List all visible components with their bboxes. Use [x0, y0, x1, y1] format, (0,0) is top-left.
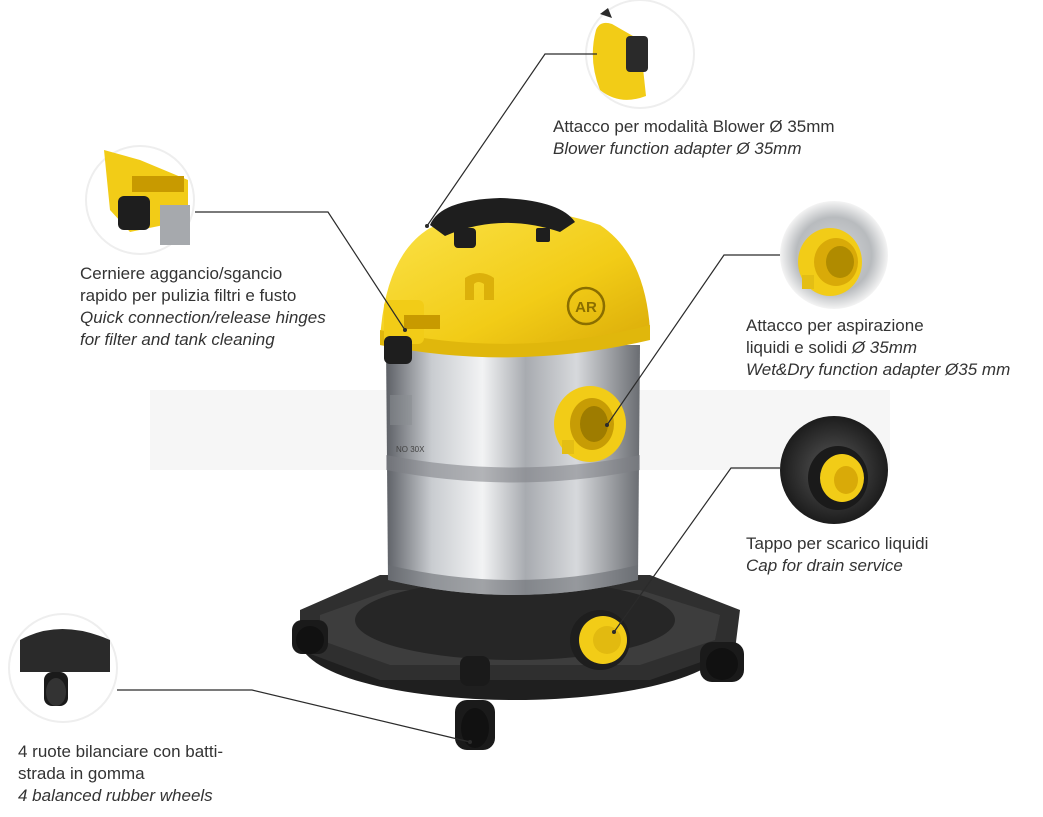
callout-wetdry-it-line2: liquidi e solidi Ø 35mm — [746, 337, 1036, 359]
callout-wetdry-en: Wet&Dry function adapter Ø35 mm — [746, 360, 1011, 379]
motor-head: AR — [380, 198, 650, 364]
callout-hinges-it-line2: rapido per pulizia filtri e fusto — [80, 286, 297, 305]
zoom-hinges — [85, 145, 195, 255]
steel-tank: NO 30X — [386, 345, 640, 595]
wheel-icon — [460, 656, 490, 686]
callout-hinges: Cerniere aggancio/sgancio rapido per pul… — [80, 263, 380, 351]
callout-blower-en: Blower function adapter Ø 35mm — [553, 139, 802, 158]
model-text: NO 30X — [396, 445, 425, 454]
base-dolly — [292, 575, 744, 750]
callout-wetdry-it-line1: Attacco per aspirazione — [746, 316, 924, 335]
wheel-icon — [455, 700, 495, 750]
callout-blower-it: Attacco per modalità Blower Ø 35mm — [553, 117, 835, 136]
wheel-icon — [292, 620, 328, 654]
brand-logo-icon — [566, 286, 606, 326]
zoom-wetdry — [780, 201, 888, 309]
wheel-icon — [700, 642, 744, 682]
callout-blower: Attacco per modalità Blower Ø 35mm Blowe… — [553, 116, 913, 160]
hinge-clip-icon — [384, 300, 440, 364]
callout-wheels-en: 4 balanced rubber wheels — [18, 786, 213, 805]
zoom-wheels — [8, 613, 118, 723]
leader-line-blower — [426, 53, 597, 227]
callout-wheels: 4 ruote bilanciare con batti- strada in … — [18, 741, 278, 807]
callout-wetdry-it-line2-plain: liquidi e solidi — [746, 338, 852, 357]
leader-line-hinges — [195, 211, 406, 331]
callout-drain-en: Cap for drain service — [746, 556, 903, 575]
callout-wheels-it-line2: strada in gomma — [18, 764, 145, 783]
callout-hinges-it-line1: Cerniere aggancio/sgancio — [80, 264, 283, 283]
leader-line-wheels — [117, 689, 471, 743]
callout-wheels-it-line1: 4 ruote bilanciare con batti- — [18, 742, 224, 761]
wetdry-port-icon — [554, 386, 626, 462]
callout-drain-it: Tappo per scarico liquidi — [746, 534, 929, 553]
drain-cap-icon — [570, 610, 630, 670]
callout-wetdry: Attacco per aspirazione liquidi e solidi… — [746, 315, 1036, 381]
zoom-blower — [585, 0, 695, 109]
leader-lines — [117, 53, 780, 744]
zoom-drain — [780, 416, 888, 524]
leader-line-wetdry — [606, 254, 780, 426]
brand-logo-text: AR — [575, 299, 597, 316]
callout-hinges-en-line1: Quick connection/release hinges — [80, 308, 326, 327]
callout-drain: Tappo per scarico liquidi Cap for drain … — [746, 533, 1036, 577]
leader-line-drain — [613, 467, 780, 633]
callout-wetdry-it-line2-italic: Ø 35mm — [851, 338, 918, 357]
callout-hinges-en-line2: for filter and tank cleaning — [80, 330, 275, 349]
